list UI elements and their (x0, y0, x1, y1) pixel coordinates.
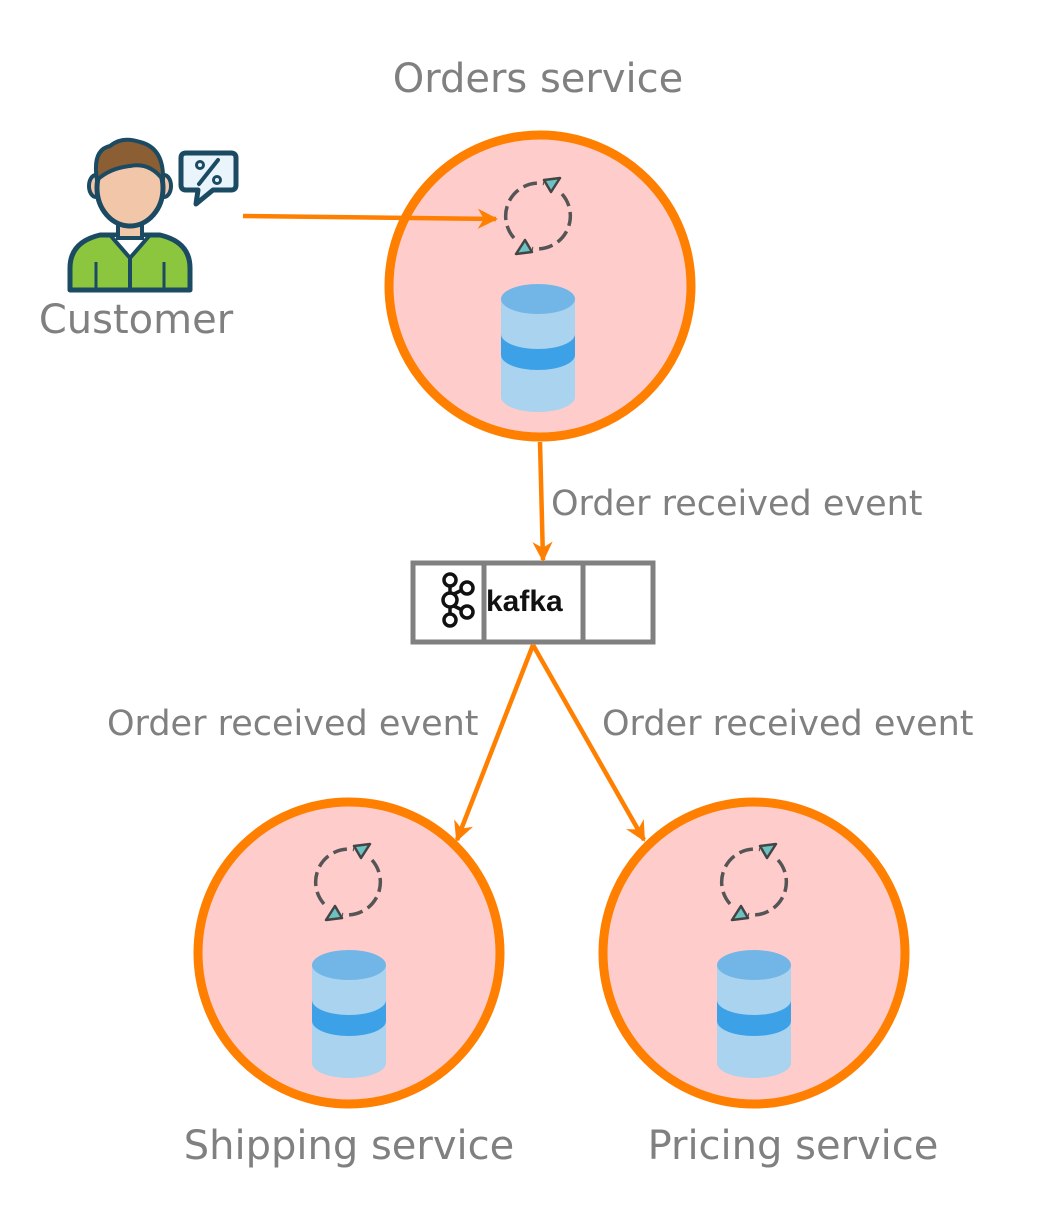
pricing-service-label: Pricing service (648, 1123, 939, 1169)
kafka-label: kafka (486, 585, 563, 618)
database-icon (312, 950, 386, 1078)
shipping-service-label: Shipping service (184, 1123, 515, 1169)
kafka-to-pricing-arrow (531, 643, 646, 842)
orders-service-label: Orders service (393, 56, 684, 102)
kafka-broker: kafka (410, 560, 656, 645)
database-icon (717, 950, 791, 1078)
event-label-to-shipping: Order received event (107, 704, 479, 744)
customer-to-orders-arrow (242, 208, 499, 229)
customer-icon (67, 137, 193, 293)
discount-chat-icon (178, 150, 239, 207)
event-label-to-pricing: Order received event (602, 704, 974, 744)
kafka-logo-icon (441, 572, 475, 628)
orders-to-kafka-arrow (532, 441, 553, 563)
event-label-to-kafka: Order received event (551, 484, 923, 524)
kafka-to-shipping-arrow (454, 644, 536, 842)
customer-label: Customer (39, 297, 234, 343)
database-icon (501, 284, 575, 412)
